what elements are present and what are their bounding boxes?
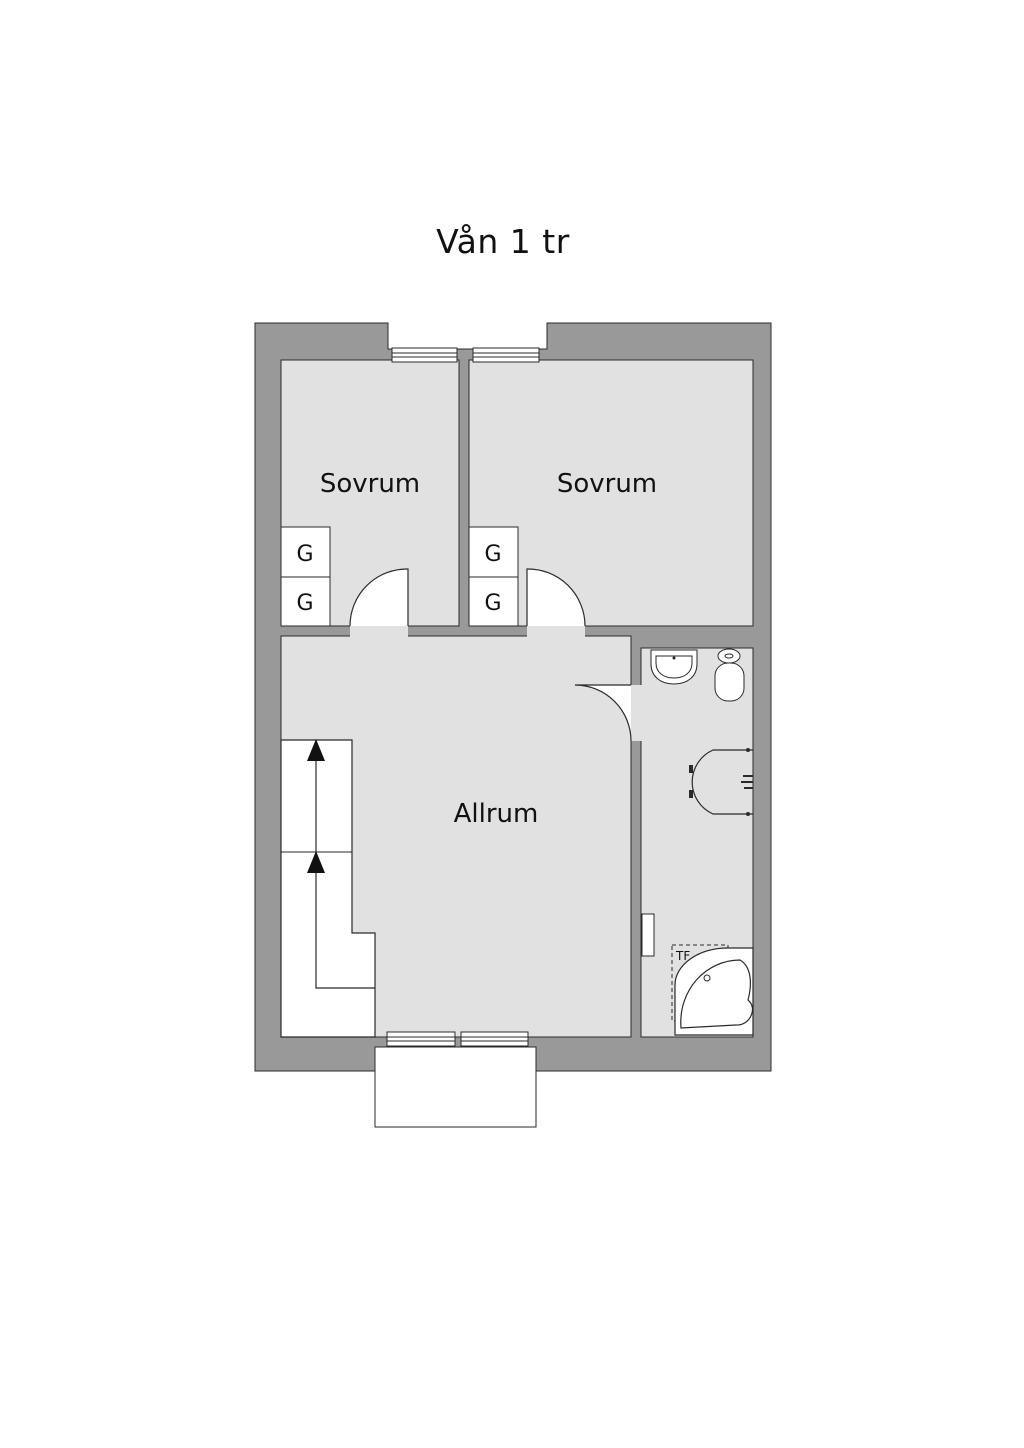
radiator <box>641 913 655 957</box>
room-label-living: Allrum <box>454 799 539 829</box>
staircase <box>280 739 376 1038</box>
window-bottom-right <box>460 1031 529 1047</box>
window-bottom-left <box>386 1031 456 1047</box>
floor-heating-label: TF <box>675 949 690 963</box>
window-top-right <box>472 347 540 363</box>
door-bathroom[interactable] <box>574 684 632 742</box>
closets-right <box>468 526 519 627</box>
shower-icon <box>689 748 753 816</box>
stair-arrow-icon <box>307 739 325 761</box>
corner-bathtub-icon <box>674 947 754 1036</box>
closet-label: G <box>484 591 501 616</box>
floor-title: Vån 1 tr <box>436 222 570 261</box>
closets-left <box>280 526 331 627</box>
closet-label: G <box>296 542 313 567</box>
window-top-left <box>391 347 458 363</box>
door-left[interactable] <box>349 568 409 627</box>
door-right[interactable] <box>526 568 586 627</box>
room-label-bedroom-right: Sovrum <box>557 469 657 499</box>
doorway-left <box>350 625 408 637</box>
doorway-bath <box>630 685 642 741</box>
sink-icon <box>650 649 698 685</box>
toilet-icon <box>714 648 745 702</box>
closet-label: G <box>484 542 501 567</box>
doorway-right <box>527 625 585 637</box>
stair-arrow-icon <box>307 851 325 873</box>
balcony <box>374 1046 537 1128</box>
room-label-bedroom-left: Sovrum <box>320 469 420 499</box>
closet-label: G <box>296 591 313 616</box>
